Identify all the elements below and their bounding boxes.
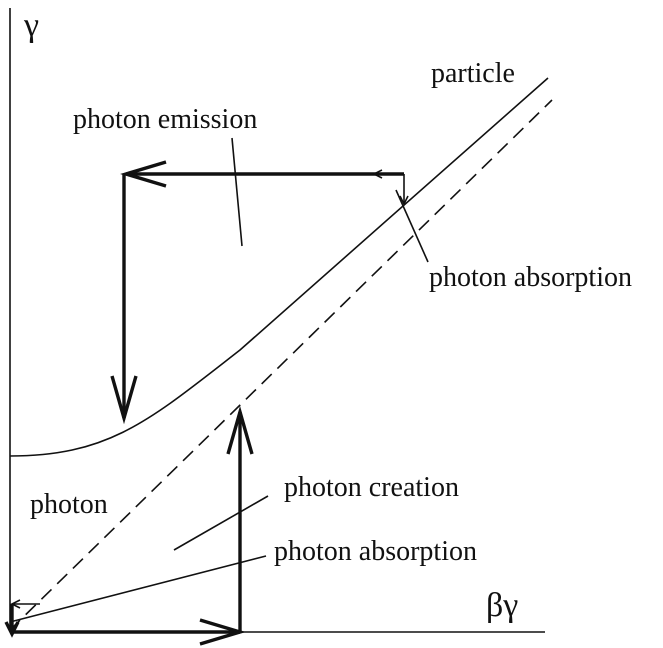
leader-photon-emission [231, 137, 243, 247]
leader-photon-creation [173, 495, 269, 551]
photon-line [9, 99, 553, 631]
particle-curve [9, 77, 549, 457]
label-photon-absorption-upper: photon absorption [429, 262, 632, 293]
leader-photon-absorption-upper [395, 189, 429, 263]
label-photon: photon [30, 489, 108, 520]
absorption-small-vertical-arrowhead [399, 195, 409, 206]
emission-vertical-arrowhead [110, 375, 138, 425]
emission-horizontal-arrowhead [120, 160, 167, 188]
label-photon-absorption-lower: photon absorption [274, 536, 477, 567]
creation-vertical-arrowhead [226, 405, 254, 455]
y-axis-label: γ [23, 7, 39, 44]
absorption-small-horizontal-arrowhead [372, 169, 383, 179]
x-axis-label: βγ [486, 587, 518, 624]
absorption-lower-vertical-arrowhead [4, 621, 20, 638]
label-photon-emission: photon emission [73, 104, 257, 135]
label-photon-creation: photon creation [284, 472, 459, 503]
leader-photon-absorption-lower [9, 555, 267, 623]
label-particle: particle [431, 58, 515, 89]
